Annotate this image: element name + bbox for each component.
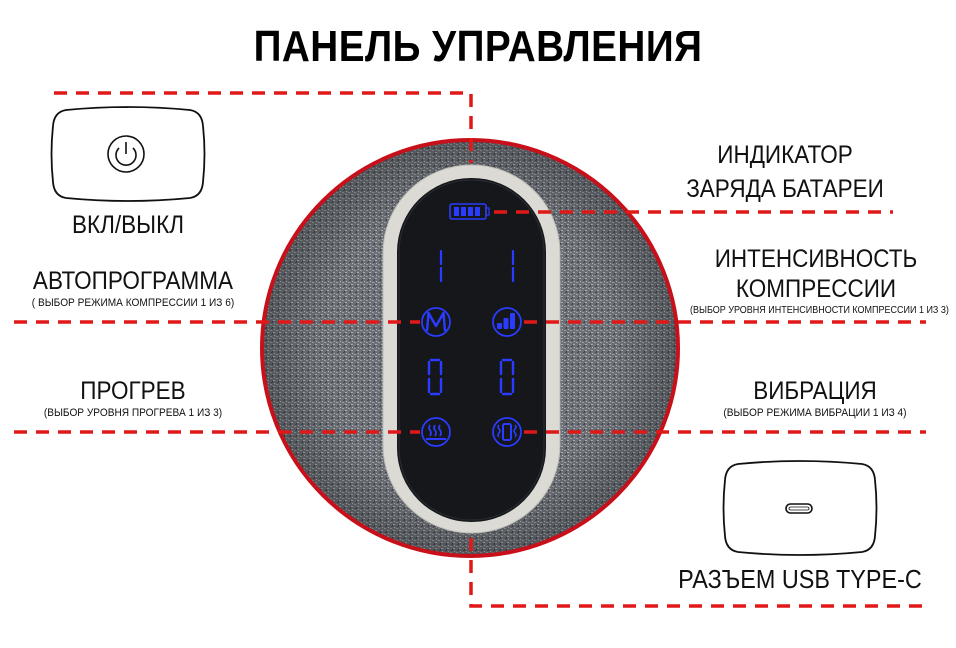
control-panel (382, 164, 561, 534)
mode-button[interactable] (421, 307, 451, 337)
power-icon[interactable] (107, 135, 145, 173)
page-title: ПАНЕЛЬ УПРАВЛЕНИЯ (253, 22, 703, 71)
leader-line-power (54, 91, 473, 163)
leader-lines (14, 91, 930, 608)
heating-callout: ПРОГРЕВ (ВЫБОР УРОВНЯ ПРОГРЕВА 1 ИЗ 3) (43, 377, 223, 419)
battery-callout: ИНДИКАТОР ЗАРЯДА БАТАРЕИ (686, 141, 884, 203)
battery-indicator-icon (449, 203, 490, 220)
display-digit-bottom-left (427, 358, 443, 396)
signal-bars-icon (497, 313, 515, 329)
vibration-icon (497, 423, 517, 441)
vibration-button[interactable] (492, 417, 522, 447)
autoprogram-callout: АВТОПРОГРАММА ( ВЫБОР РЕЖИМА КОМПРЕССИИ … (31, 267, 235, 309)
usb-label: РАЗЪЕМ USB TYPE-C (678, 564, 922, 594)
power-button-card (50, 106, 206, 202)
heat-button[interactable] (421, 417, 451, 447)
intensity-button[interactable] (492, 307, 522, 337)
power-label: ВКЛ/ВЫКЛ (72, 211, 184, 239)
display-digit-bottom-right (499, 358, 515, 396)
usb-port-card (722, 460, 878, 556)
leader-line-usb (469, 538, 930, 608)
vibration-callout: ВИБРАЦИЯ (ВЫБОР РЕЖИМА ВИБРАЦИИ 1 ИЗ 4) (723, 377, 907, 419)
heat-waves-icon (426, 424, 446, 440)
intensity-callout: ИНТЕНСИВНОСТЬ КОМПРЕССИИ (ВЫБОР УРОВНЯ И… (690, 245, 949, 316)
usb-c-port-icon[interactable] (785, 503, 813, 514)
mode-m-icon (425, 311, 447, 332)
